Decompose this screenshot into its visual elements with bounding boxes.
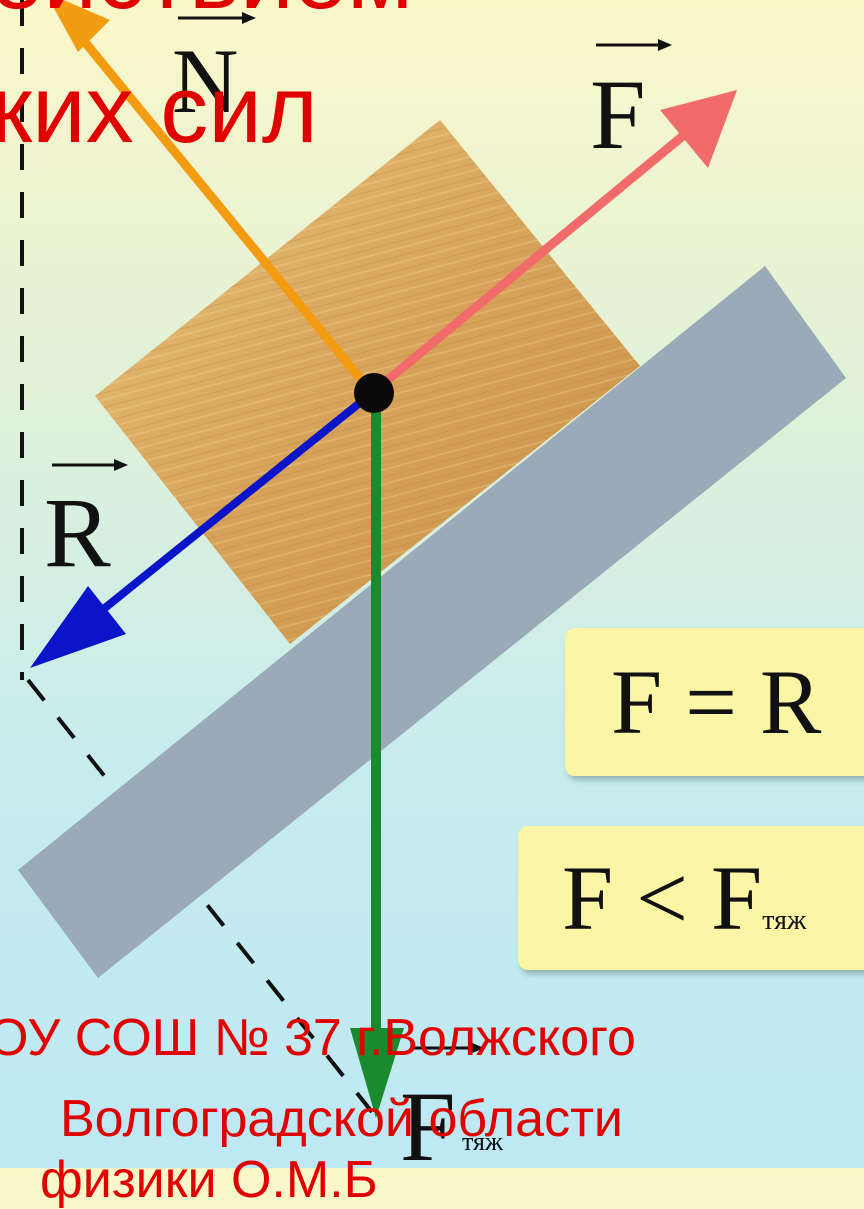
equation-box-f-less-gravity: F < Fтяж bbox=[518, 826, 864, 970]
label-N-text: N bbox=[172, 30, 238, 132]
normal-force-vector bbox=[71, 27, 376, 396]
label-F-text: F bbox=[590, 59, 646, 170]
label-F-grav-sub: тяж bbox=[462, 1127, 504, 1156]
friction-force-arrowhead bbox=[30, 586, 126, 668]
equation-f-less-sub: тяж bbox=[762, 905, 807, 936]
equation-f-equals-r: F = R bbox=[611, 651, 822, 753]
applied-force-arrowhead bbox=[660, 90, 737, 168]
label-F-grav: F тяж bbox=[400, 1042, 504, 1168]
label-R-text: R bbox=[44, 477, 111, 588]
slide-title-line1: ействием bbox=[0, 0, 413, 24]
equation-f-less-main: F < F bbox=[562, 847, 763, 949]
gravity-force-arrowhead bbox=[350, 1028, 404, 1118]
normal-force-arrowhead bbox=[49, 0, 110, 52]
inclined-plane bbox=[18, 266, 846, 978]
applied-force-vector bbox=[369, 126, 693, 397]
label-R: R bbox=[44, 459, 128, 588]
application-point bbox=[354, 373, 394, 413]
label-N: N bbox=[172, 12, 256, 132]
label-F: F bbox=[590, 39, 672, 170]
friction-force-vector bbox=[77, 389, 375, 632]
equation-box-f-equals-r: F = R bbox=[565, 628, 864, 776]
footer-school-line: ОУ СОШ № 37 г.Волжского bbox=[0, 1009, 636, 1067]
force-diagram: N F R F тяж bbox=[18, 0, 846, 1168]
label-F-grav-text: F bbox=[400, 1071, 456, 1168]
footer-author-line: физики О.М.Б bbox=[40, 1151, 378, 1209]
slide-title-line2: ких сил bbox=[0, 56, 318, 163]
footer-region-line: Волгоградской области bbox=[60, 1090, 623, 1148]
